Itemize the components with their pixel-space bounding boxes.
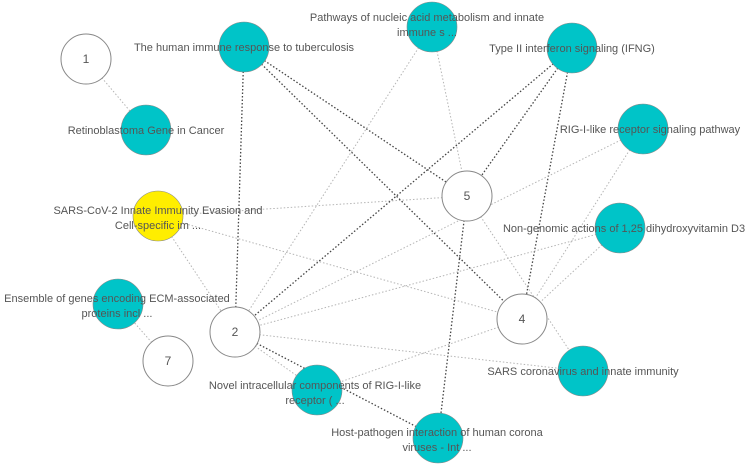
label-vitamin-d3: Non-genomic actions of 1,25 dihydroxyvit… <box>503 223 745 235</box>
label-nucleic-line1: Pathways of nucleic acid metabolism and … <box>310 12 544 24</box>
label-novel-line1: Novel intracellular components of RIG-I-… <box>209 380 421 392</box>
cluster-label-5: 5 <box>464 189 471 203</box>
cluster-label-4: 4 <box>519 312 526 326</box>
label-nucleic-line2: immune s ... <box>397 27 457 39</box>
edge-n2-sars_innate <box>234 331 584 372</box>
edge-vitd-n2 <box>234 227 621 333</box>
edge-rigi-n4 <box>521 128 644 320</box>
edge-ifng-n4 <box>521 47 573 320</box>
pathway-node-ecm[interactable] <box>92 278 144 330</box>
pathway-node-rig-i[interactable] <box>617 103 669 155</box>
cluster-label-7: 7 <box>165 354 172 368</box>
label-sars-cov2-line2: Cell-specific im ... <box>115 220 201 232</box>
edge-n2-novel <box>234 331 318 391</box>
pathway-node-retinoblastoma[interactable] <box>120 104 172 156</box>
label-host-line2: viruses - Int ... <box>402 442 471 454</box>
edge-tb-n5 <box>243 46 468 197</box>
cluster-label-2: 2 <box>232 325 239 339</box>
highlight-node-sars-cov-2[interactable] <box>132 190 184 242</box>
cluster-node-1[interactable] <box>60 33 112 85</box>
edge-nucleic-n2 <box>234 26 433 333</box>
pathway-node-nucleic-acid[interactable] <box>406 1 458 53</box>
label-host-line1: Host-pathogen interaction of human coron… <box>331 427 543 439</box>
label-sars-innate: SARS coronavirus and innate immunity <box>487 366 679 378</box>
pathway-node-ifng[interactable] <box>546 22 598 74</box>
edge-sars_cov2-n4 <box>157 215 523 320</box>
pathway-node-tuberculosis[interactable] <box>218 21 270 73</box>
pathway-node-sars-innate[interactable] <box>557 345 609 397</box>
label-layer: 1 2 4 5 7 The human immune response to t… <box>4 12 745 454</box>
edge-ifng-n2 <box>234 47 573 333</box>
label-ifng: Type II interferon signaling (IFNG) <box>489 43 655 55</box>
edge-nucleic-n5 <box>431 26 468 197</box>
node-layer <box>60 1 669 464</box>
edge-ifng-n5 <box>466 47 573 197</box>
label-tuberculosis: The human immune response to tuberculosi… <box>134 42 355 54</box>
label-novel-line2: receptor ( ... <box>285 395 344 407</box>
pathway-node-novel-rig-i[interactable] <box>291 364 343 416</box>
cluster-node-5[interactable] <box>441 170 493 222</box>
label-retinoblastoma: Retinoblastoma Gene in Cancer <box>68 125 225 137</box>
label-rig-i: RIG-I-like receptor signaling pathway <box>560 124 741 136</box>
cluster-node-2[interactable] <box>209 306 261 358</box>
cluster-label-1: 1 <box>83 52 90 66</box>
edge-n5-host <box>437 195 468 439</box>
label-ecm-line2: proteins incl ... <box>82 308 153 320</box>
cluster-node-4[interactable] <box>496 293 548 345</box>
edge-sars_cov2-n5 <box>157 195 468 217</box>
label-sars-cov2-line1: SARS-CoV-2 Innate Immunity Evasion and <box>53 205 262 217</box>
edge-n4-novel <box>316 318 523 391</box>
pathway-node-host-pathogen[interactable] <box>412 412 464 464</box>
edge-rigi-n2 <box>234 128 644 333</box>
label-ecm-line1: Ensemble of genes encoding ECM-associate… <box>4 293 230 305</box>
pathway-node-vitamin-d3[interactable] <box>594 202 646 254</box>
edge-tb-n2 <box>234 46 245 333</box>
cluster-node-7[interactable] <box>142 335 194 387</box>
